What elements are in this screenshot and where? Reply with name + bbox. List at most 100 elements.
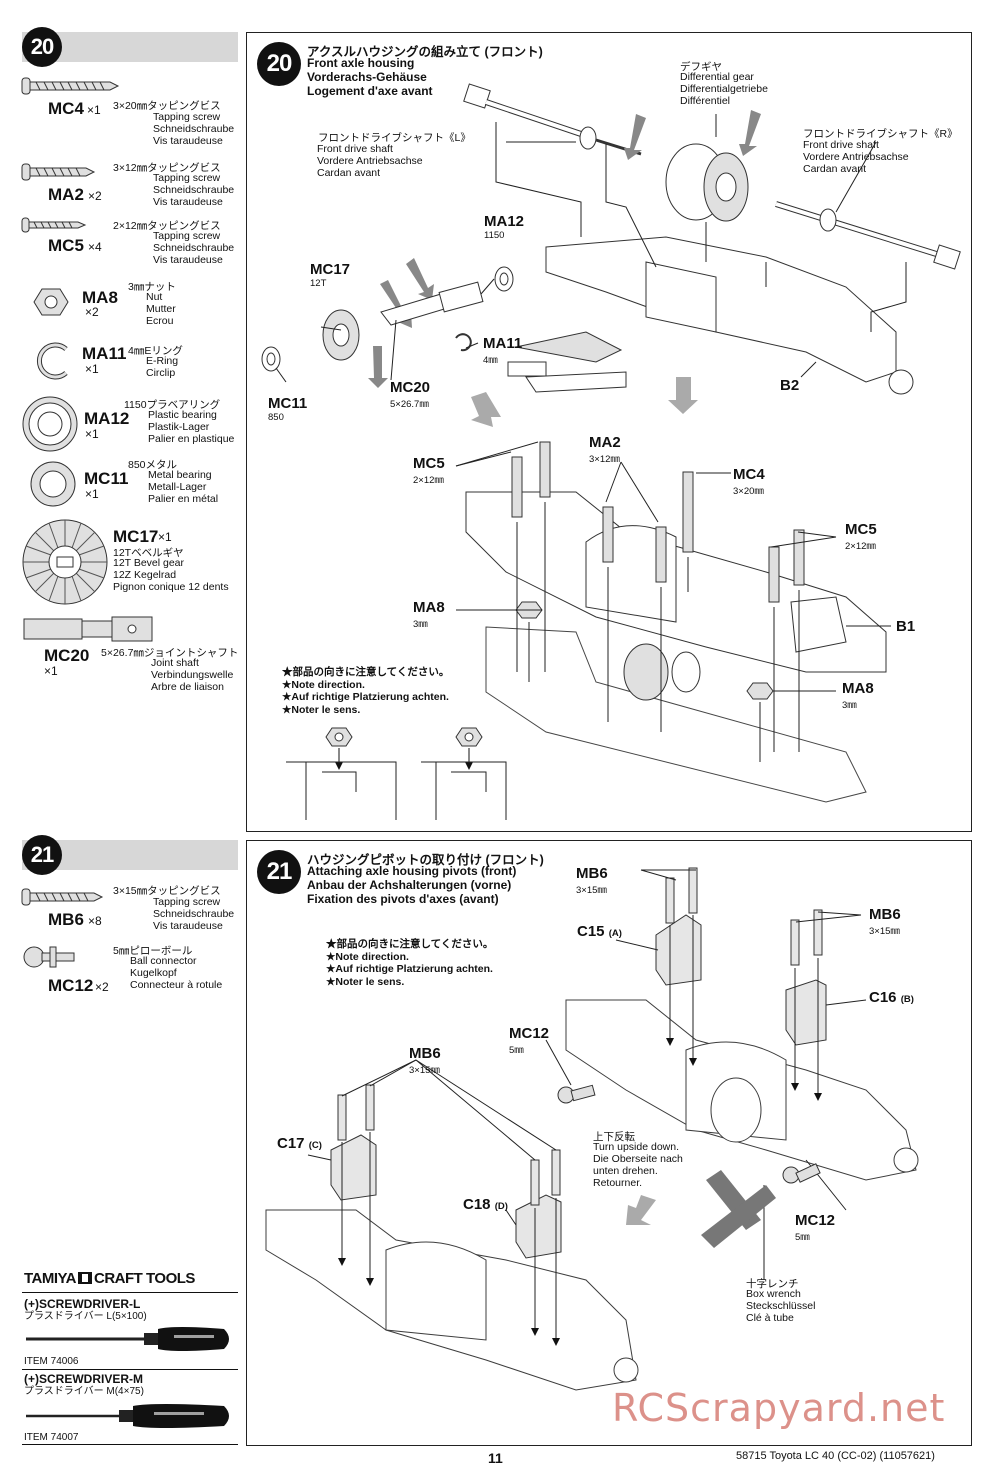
mc11-part-code: MC11 bbox=[84, 469, 129, 488]
screwdriver-l-name: (+)SCREWDRIVER-L bbox=[24, 1297, 141, 1311]
front-drive-shaft-left bbox=[463, 83, 642, 156]
screwdriver-m-icon bbox=[26, 1404, 229, 1428]
upper-axle-housing bbox=[565, 999, 919, 1181]
watermark: RCScrapyard.net bbox=[612, 1386, 946, 1430]
step20-panel-badge: 20 bbox=[257, 42, 301, 86]
lower-axle-housing bbox=[265, 1209, 639, 1391]
callout-c18: C18 (D) bbox=[463, 1196, 508, 1213]
mc20-qty: ×1 bbox=[44, 664, 58, 678]
screwdriver-l-icon bbox=[26, 1327, 229, 1351]
axle-housing-b2 bbox=[545, 236, 914, 395]
mb6-part-code: MB6 bbox=[48, 910, 84, 929]
screwdriver-m-name: (+)SCREWDRIVER-M bbox=[24, 1372, 143, 1386]
callout-c15: C15 (A) bbox=[577, 923, 622, 940]
mc12-jp: 5㎜ピローボール bbox=[113, 945, 193, 957]
callout-ma8-left-sub: 3㎜ bbox=[413, 619, 428, 630]
model-info: 58715 Toyota LC 40 (CC-02) (11057621) bbox=[736, 1450, 935, 1462]
ma12-qty: ×1 bbox=[85, 427, 99, 441]
mc11-metal-bearing-icon bbox=[30, 461, 76, 507]
callout-mc5-left: MC5 bbox=[413, 455, 445, 472]
callout-c16: C16 (B) bbox=[869, 989, 914, 1006]
box-wrench-jp: 十字レンチ bbox=[746, 1278, 799, 1290]
callout-mb6-right: MB6 bbox=[869, 906, 901, 923]
callout-ma8-right-sub: 3㎜ bbox=[842, 700, 857, 711]
mc12-ball-connector-icon bbox=[23, 946, 75, 968]
mc5-jp: 2×12㎜タッピングビス bbox=[113, 220, 221, 232]
callout-mc12-lower-sub: 5㎜ bbox=[795, 1232, 810, 1243]
callout-ma12: MA12 bbox=[484, 213, 525, 230]
callout-mc4-sub: 3×20㎜ bbox=[733, 486, 764, 497]
step21-assembly-drawing bbox=[265, 867, 919, 1391]
mc12-qty: ×2 bbox=[95, 980, 109, 994]
ma12-bearing bbox=[494, 266, 514, 292]
tools-divider-3 bbox=[22, 1444, 238, 1445]
step20-assembly-drawing bbox=[261, 83, 961, 820]
ma12-bearing-icon bbox=[22, 396, 78, 452]
ma12-part-code: MA12 bbox=[84, 409, 130, 428]
callout-mc5-right: MC5 bbox=[845, 521, 877, 538]
ma8-nut-icon bbox=[33, 288, 69, 316]
ma11-jp: 4㎜Eリング bbox=[128, 345, 183, 357]
ma12-jp: 1150プラベアリング bbox=[124, 399, 221, 411]
screwdriver-l-item: ITEM 74006 bbox=[24, 1356, 79, 1367]
callout-ma8-left: MA8 bbox=[413, 599, 445, 616]
mc11-bearing bbox=[261, 346, 281, 372]
callout-mc5-right-sub: 2×12㎜ bbox=[845, 541, 876, 552]
nut-orientation-examples bbox=[286, 727, 507, 820]
step20-direction-note: ★部品の向きに注意してください。★Note direction.★Auf ric… bbox=[282, 666, 450, 716]
callout-mc11: MC11 bbox=[268, 395, 308, 412]
standing-screws bbox=[511, 441, 805, 603]
mc5-part-code: MC5 bbox=[48, 236, 84, 255]
callout-ma2: MA2 bbox=[589, 434, 621, 451]
callout-mb6-right-sub: 3×15㎜ bbox=[869, 926, 900, 937]
box-wrench-tool bbox=[701, 1170, 776, 1248]
step21-number-badge: 21 bbox=[22, 835, 62, 875]
callout-mc20-sub: 5×26.7㎜ bbox=[390, 399, 429, 410]
callout-mc12-upper-sub: 5㎜ bbox=[509, 1045, 524, 1056]
ma11-ering-icon bbox=[36, 342, 68, 380]
ma2-jp: 3×12㎜タッピングビス bbox=[113, 162, 221, 174]
callout-ma11-sub: 4㎜ bbox=[483, 355, 498, 366]
front-drive-shaft-right bbox=[775, 201, 961, 270]
callout-b1: B1 bbox=[896, 618, 916, 635]
mc17-gear bbox=[322, 309, 360, 361]
callout-mc17-sub: 12T bbox=[310, 278, 327, 289]
mc12-ball-upper bbox=[557, 1084, 596, 1104]
callout-mb6-left-sub: 3×15㎜ bbox=[409, 1065, 440, 1076]
mc20-shaft bbox=[380, 281, 484, 326]
screwdriver-l-jp: プラスドライバー L(5×100) bbox=[24, 1311, 147, 1322]
ma2-qty: ×2 bbox=[88, 189, 102, 203]
mc17-part-code: MC17 bbox=[113, 527, 159, 546]
mc20-joint-shaft-icon bbox=[23, 616, 153, 642]
mc17-jp: 12Tベベルギヤ bbox=[113, 547, 184, 559]
mc12-ball-lower bbox=[782, 1163, 821, 1184]
ma8-jp: 3㎜ナット bbox=[128, 281, 176, 293]
mc17-bevel-gear-icon bbox=[22, 519, 108, 605]
callout-c17: C17 (C) bbox=[277, 1135, 322, 1152]
mb6-screw-icon bbox=[21, 888, 104, 906]
callout-ma11: MA11 bbox=[483, 335, 523, 352]
step20-title-jp: アクスルハウジングの組み立て (フロント) bbox=[307, 45, 543, 59]
ma11-qty: ×1 bbox=[85, 362, 99, 376]
mc20-jp: 5×26.7㎜ジョイントシャフト bbox=[101, 647, 239, 659]
mc12-part-code: MC12 bbox=[48, 976, 94, 995]
step21-direction-note: ★部品の向きに注意してください。★Note direction.★Auf ric… bbox=[326, 938, 494, 988]
step20-number-badge: 20 bbox=[22, 27, 62, 67]
mc20-part-code: MC20 bbox=[44, 646, 90, 665]
mc4-qty: ×1 bbox=[87, 103, 101, 117]
flip-instruction-jp: 上下反転 bbox=[593, 1131, 635, 1143]
callout-mc12-upper: MC12 bbox=[509, 1025, 550, 1042]
callout-mc12-lower: MC12 bbox=[795, 1212, 836, 1229]
pliers-tool bbox=[507, 331, 627, 393]
